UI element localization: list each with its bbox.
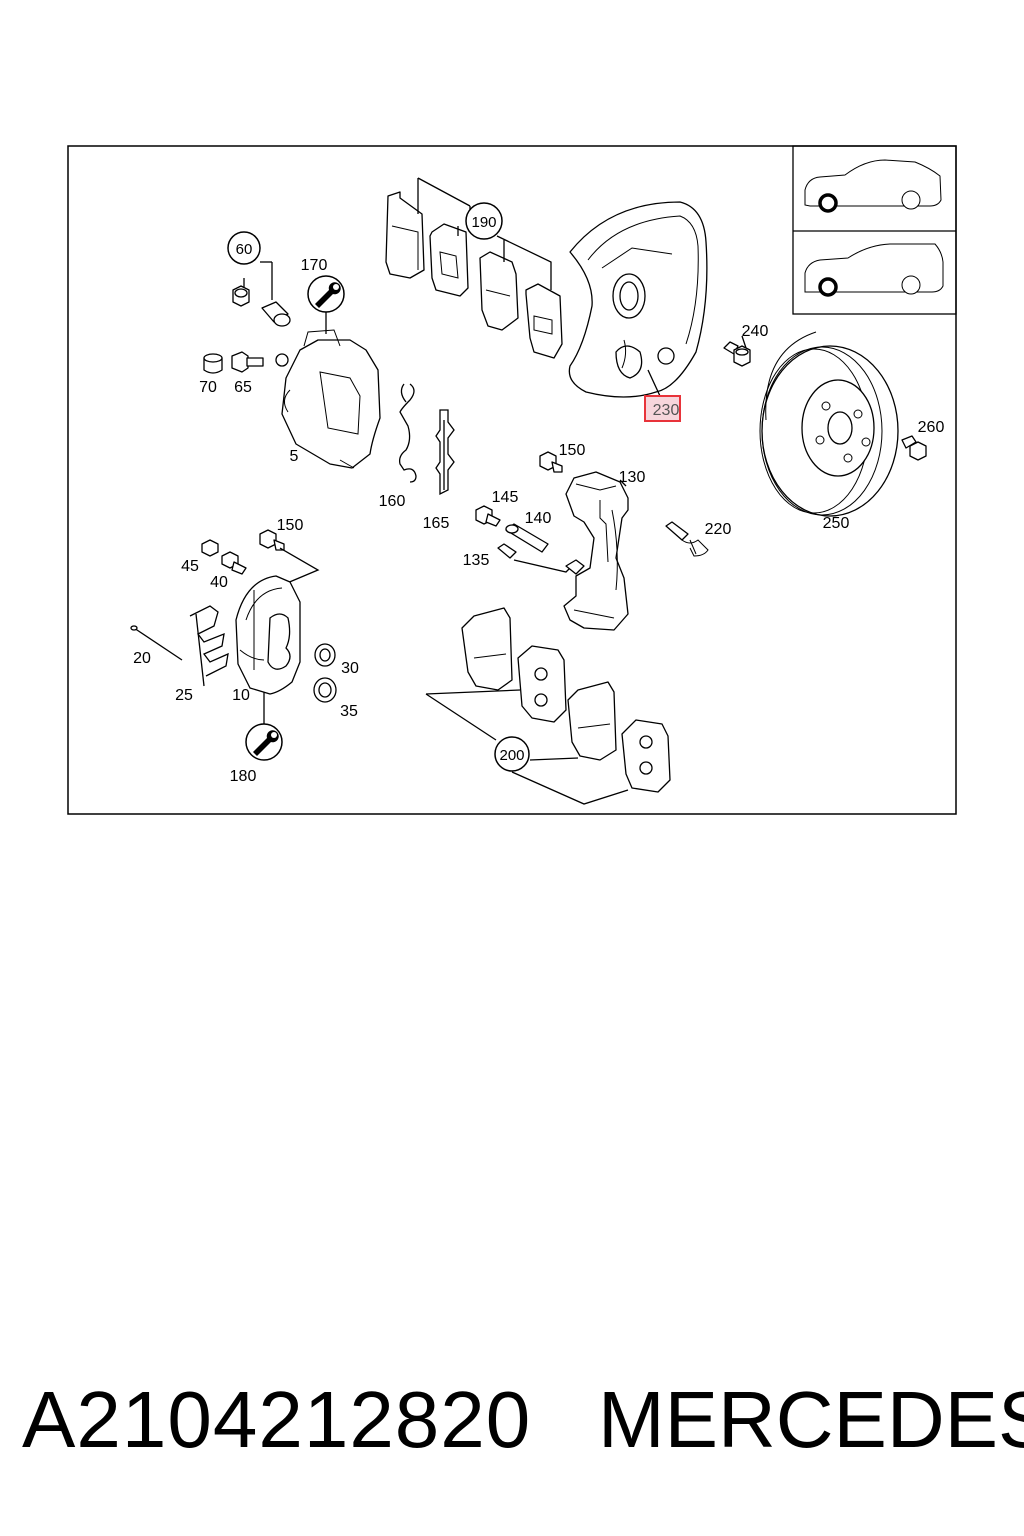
callout-70[interactable]: 70 — [199, 379, 217, 396]
guide-sleeve-part[interactable] — [232, 285, 291, 327]
dust-boot-part[interactable] — [313, 677, 337, 703]
vehicle-thumbnails — [792, 145, 957, 315]
brand-name: MERCEDES — [598, 1375, 1024, 1464]
callout-30[interactable]: 30 — [341, 660, 359, 677]
disc-screw-part[interactable] — [901, 435, 927, 461]
callout-145[interactable]: 145 — [492, 489, 519, 506]
brake-caliper-housing-part[interactable] — [275, 329, 381, 469]
part-footer: A2104212820 MERCEDES — [0, 1365, 1024, 1475]
callout-130[interactable]: 130 — [619, 469, 646, 486]
callout-circle-60 — [227, 231, 261, 265]
tighten-torque-wrench-icon — [307, 275, 345, 313]
callout-200[interactable]: 200 — [499, 747, 524, 764]
callout-170[interactable]: 170 — [301, 257, 328, 274]
callout-240[interactable]: 240 — [742, 323, 769, 340]
callout-10[interactable]: 10 — [232, 687, 250, 704]
callout-190[interactable]: 190 — [471, 214, 496, 231]
diagram-frame — [67, 145, 957, 815]
anti-rattle-spring-part[interactable] — [398, 383, 417, 483]
callout-165[interactable]: 165 — [423, 515, 450, 532]
shield-bolt-part[interactable] — [723, 341, 751, 367]
sedan-icon[interactable] — [804, 159, 942, 213]
highlight-box[interactable] — [644, 395, 681, 422]
brake-disc-part[interactable] — [759, 331, 899, 517]
carrier-bolt-lower-part[interactable] — [259, 529, 285, 551]
callout-40[interactable]: 40 — [210, 574, 228, 591]
brake-splash-shield-part[interactable] — [568, 201, 708, 398]
callout-150-lower[interactable]: 150 — [277, 517, 304, 534]
dust-cap-part[interactable] — [201, 539, 219, 557]
guide-pin-long-part[interactable] — [505, 523, 549, 553]
callout-260[interactable]: 260 — [918, 419, 945, 436]
callout-140[interactable]: 140 — [525, 510, 552, 527]
callout-5[interactable]: 5 — [290, 448, 299, 465]
callout-135[interactable]: 135 — [463, 552, 490, 569]
brake-pad-set-top-part[interactable] — [385, 191, 563, 359]
callout-circle-190 — [465, 202, 503, 240]
brake-pad-set-bottom-part[interactable] — [461, 607, 671, 793]
callout-180[interactable]: 180 — [230, 768, 257, 785]
callout-60[interactable]: 60 — [236, 241, 253, 258]
pad-wear-sensor-part[interactable] — [665, 521, 709, 557]
estate-icon[interactable] — [804, 243, 944, 297]
callout-45[interactable]: 45 — [181, 558, 199, 575]
fixed-brake-caliper-part[interactable] — [235, 575, 301, 695]
callout-220[interactable]: 220 — [705, 521, 732, 538]
bleed-cap-part[interactable] — [203, 353, 223, 374]
piston-seal-part[interactable] — [314, 643, 336, 667]
guide-bolt-part[interactable] — [475, 505, 501, 527]
retaining-clip-part[interactable] — [435, 409, 455, 496]
callout-160[interactable]: 160 — [379, 493, 406, 510]
tighten-torque-wrench-lower-icon — [245, 723, 283, 761]
callout-20[interactable]: 20 — [133, 650, 151, 667]
bleeder-valve-part[interactable] — [221, 551, 247, 575]
callout-150-upper[interactable]: 150 — [559, 442, 586, 459]
pad-spring-part[interactable] — [189, 605, 229, 687]
bleed-screw-part[interactable] — [231, 351, 264, 373]
carrier-bolt-upper-part[interactable] — [539, 451, 563, 473]
callout-circle-200 — [494, 736, 530, 772]
callout-35[interactable]: 35 — [340, 703, 358, 720]
callout-65[interactable]: 65 — [234, 379, 252, 396]
part-number: A2104212820 — [22, 1375, 532, 1464]
caliper-carrier-part[interactable] — [563, 471, 629, 631]
callout-250[interactable]: 250 — [823, 515, 850, 532]
callout-25[interactable]: 25 — [175, 687, 193, 704]
guide-pin-short-part[interactable] — [497, 543, 517, 559]
callout-230-highlighted[interactable]: 230 — [653, 402, 680, 419]
retaining-pin-part[interactable] — [133, 627, 183, 661]
